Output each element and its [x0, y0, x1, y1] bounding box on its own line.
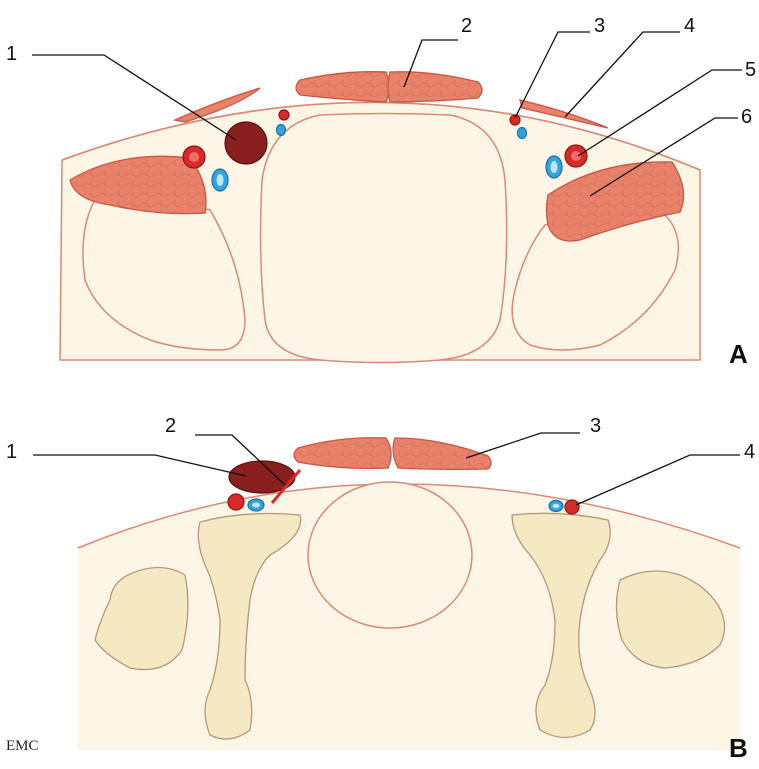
panel-b-left-artery	[228, 494, 244, 510]
panel-a-central-structure	[261, 114, 507, 363]
panel-b-label-3: 3	[590, 415, 601, 437]
emc-logo: EMC	[6, 738, 39, 754]
panel-b-letter: B	[729, 733, 748, 763]
panel-a-letter: A	[729, 339, 748, 369]
panel-a-label-3: 3	[594, 15, 605, 37]
panel-b-right-artery	[565, 500, 579, 514]
panel-a-small-vein-left	[277, 125, 286, 136]
panel-b-label-4: 4	[744, 441, 755, 463]
panel-a-small-artery-left	[279, 110, 289, 120]
panel-a-label-4: 4	[684, 15, 695, 37]
panel-b-label-1: 1	[6, 441, 17, 463]
panel-a-label-5: 5	[745, 59, 756, 81]
panel-a-label-6: 6	[741, 106, 752, 128]
panel-a-aneurysm	[225, 122, 267, 164]
panel-a-label-2: 2	[461, 15, 472, 37]
panel-a-small-vein-right	[518, 128, 527, 139]
panel-b-label-2: 2	[165, 415, 176, 437]
panel-b-central-structure	[308, 482, 472, 628]
panel-a-label-1: 1	[6, 43, 17, 65]
panel-a-small-artery-right	[510, 115, 520, 125]
